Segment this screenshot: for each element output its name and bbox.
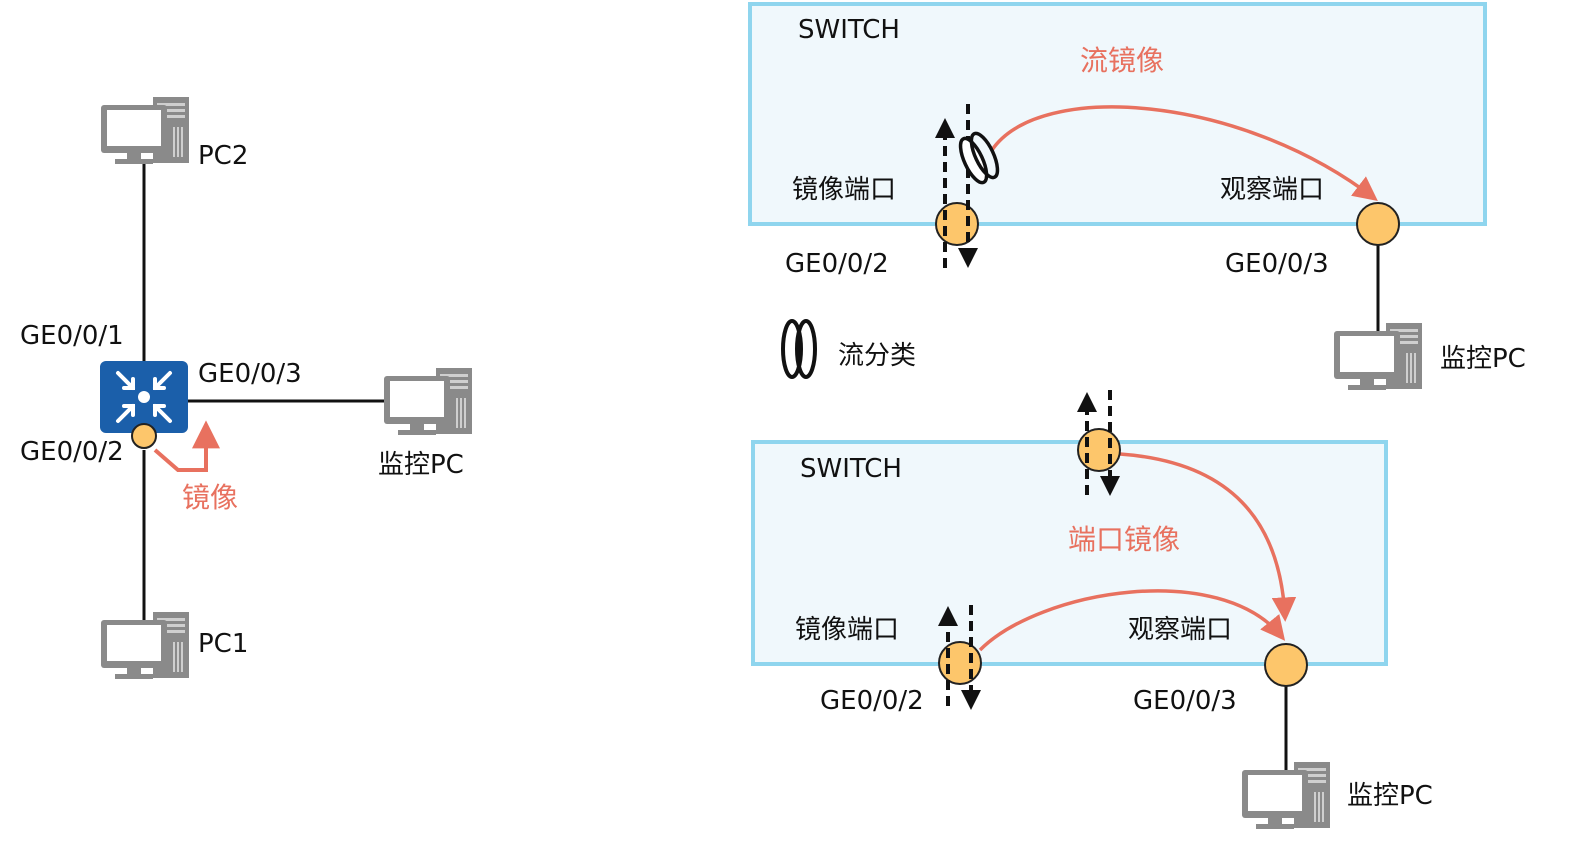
upper-mirror-port [1077, 428, 1121, 472]
flow-mirror-panel: SWITCH 流镜像 镜像端口 观察端口 GE0/0/2 GE0/0/3 监控P… [748, 2, 1526, 390]
monitor-pc-icon [384, 368, 472, 435]
flow-class-legend-label: 流分类 [838, 341, 916, 371]
observe-port-bottom [1264, 643, 1308, 687]
mirror-port-label-top: 镜像端口 [792, 175, 896, 205]
left-topology: PC2 PC1 GE0/0/1 GE0/0/2 GE0/0/3 监控PC 镜像 [20, 97, 472, 679]
monitor-pc-label-top: 监控PC [1440, 344, 1526, 374]
mirror-label: 镜像 [182, 481, 238, 514]
port-a-label-bottom: GE0/0/2 [820, 686, 924, 716]
flow-class-legend-icon [781, 319, 817, 379]
switch-icon [100, 361, 188, 433]
pc1-icon [101, 612, 189, 679]
mirror-arrow [153, 420, 220, 472]
monitor-pc-icon-top [1334, 323, 1422, 390]
monitor-pc-icon-bottom [1242, 762, 1330, 829]
observe-port-top [1356, 202, 1400, 246]
port-mirror-arrow-upper [1119, 452, 1297, 622]
pc1-label: PC1 [198, 629, 248, 659]
port-a-label-top: GE0/0/2 [785, 249, 889, 279]
port-b-label-bottom: GE0/0/3 [1133, 686, 1237, 716]
switch-label-bottom: SWITCH [800, 454, 902, 484]
flow-mirror-arrow [990, 105, 1378, 201]
port-ge002-label: GE0/0/2 [20, 437, 124, 467]
mirror-port-marker [131, 423, 157, 449]
observe-port-label-bottom: 观察端口 [1128, 615, 1232, 645]
monitor-pc-label-bottom: 监控PC [1347, 781, 1433, 811]
port-ge001-label: GE0/0/1 [20, 321, 124, 351]
mirror-port-label-bottom: 镜像端口 [795, 615, 899, 645]
port-mirror-title: 端口镜像 [1068, 523, 1180, 556]
mirror-port-bottom [938, 641, 982, 685]
monitor-pc-label: 监控PC [378, 450, 464, 480]
mirror-port-top [935, 202, 979, 246]
flow-classifier-icon [958, 131, 1000, 185]
port-ge003-label: GE0/0/3 [198, 359, 302, 389]
port-mirror-arrow-lower [978, 589, 1286, 652]
pc2-label: PC2 [198, 141, 248, 171]
flow-mirror-title: 流镜像 [1080, 44, 1164, 77]
observe-port-label-top: 观察端口 [1220, 175, 1324, 205]
pc2-icon [101, 97, 189, 164]
port-mirror-panel: SWITCH 端口镜像 镜像端口 观察端口 GE0/0/2 GE0/0/3 监控… [751, 390, 1433, 829]
legend: 流分类 [781, 319, 916, 379]
switch-label-top: SWITCH [798, 15, 900, 45]
port-b-label-top: GE0/0/3 [1225, 249, 1329, 279]
